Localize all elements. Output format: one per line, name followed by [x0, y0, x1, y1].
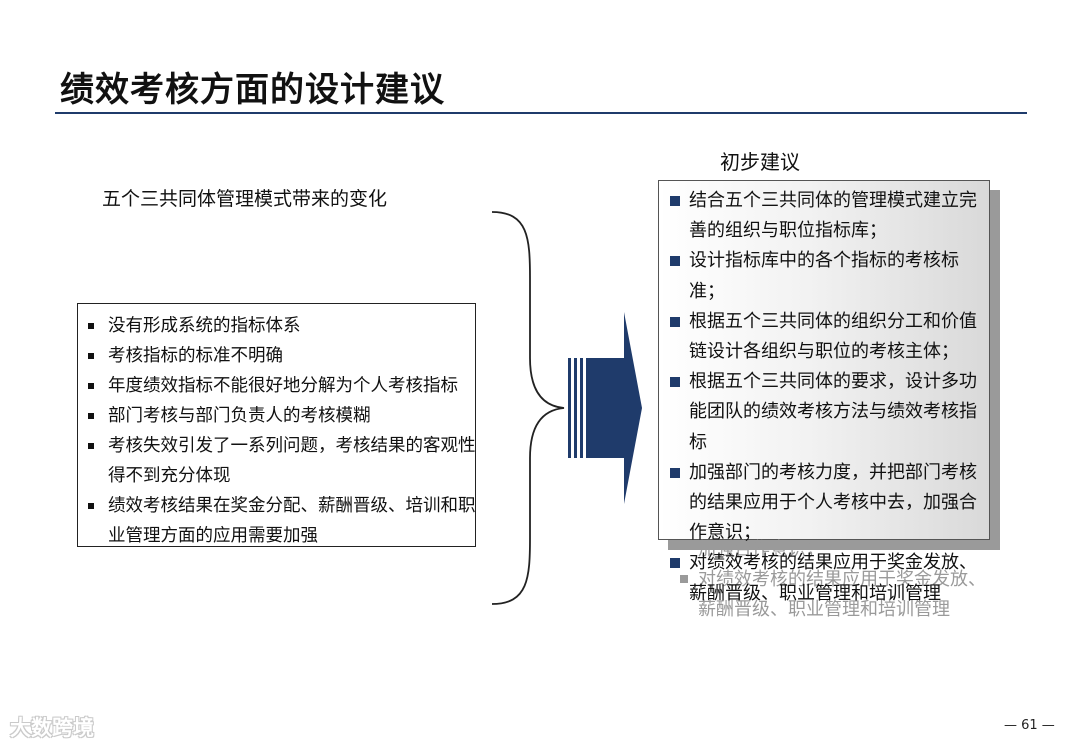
watermark-logo: 大数跨境 [10, 716, 94, 740]
ghost-item: 对绩效考核的结果应用于奖金发放、薪酬晋级、职业管理和培训管理 [680, 565, 990, 625]
suggestion-item: 加强部门的考核力度，并把部门考核的结果应用于个人考核中去，加强合作意识； [670, 458, 980, 549]
issues-box [77, 303, 476, 547]
suggestions-list: 结合五个三共同体的管理模式建立完善的组织与职位指标库； 设计指标库中的各个指标的… [670, 186, 980, 609]
ghost-item: 加强合作意识； [698, 539, 824, 560]
issue-item: 考核指标的标准不明确 [86, 341, 486, 371]
issue-item: 没有形成系统的指标体系 [86, 311, 486, 341]
suggestion-item: 结合五个三共同体的管理模式建立完善的组织与职位指标库； [670, 186, 980, 246]
suggestion-item: 设计指标库中的各个指标的考核标准； [670, 246, 980, 306]
issues-list: 没有形成系统的指标体系 考核指标的标准不明确 年度绩效指标不能很好地分解为个人考… [86, 311, 486, 551]
issue-item: 部门考核与部门负责人的考核模糊 [86, 401, 486, 431]
right-arrow-icon [568, 312, 642, 504]
right-heading: 初步建议 [720, 150, 800, 174]
suggestion-item: 根据五个三共同体的要求，设计多功能团队的绩效考核方法与绩效考核指标 [670, 367, 980, 458]
issue-item: 考核失效引发了一系列问题，考核结果的客观性得不到充分体现 [86, 431, 486, 491]
suggestions-box [658, 180, 990, 540]
page-number: — 61 — [1004, 718, 1055, 733]
curly-brace-icon [491, 211, 565, 605]
left-heading: 五个三共同体管理模式带来的变化 [102, 188, 388, 210]
title-divider [55, 112, 1027, 114]
page-title: 绩效考核方面的设计建议 [60, 70, 445, 110]
suggestion-item: 对绩效考核的结果应用于奖金发放、薪酬晋级、职业管理和培训管理 [670, 548, 980, 608]
suggestion-item: 根据五个三共同体的组织分工和价值链设计各组织与职位的考核主体； [670, 307, 980, 367]
issue-item: 绩效考核结果在奖金分配、薪酬晋级、培训和职业管理方面的应用需要加强 [86, 491, 486, 551]
issue-item: 年度绩效指标不能很好地分解为个人考核指标 [86, 371, 486, 401]
ghost-overflow-list: 加强合作意识； 对绩效考核的结果应用于奖金发放、薪酬晋级、职业管理和培训管理 [680, 535, 990, 625]
